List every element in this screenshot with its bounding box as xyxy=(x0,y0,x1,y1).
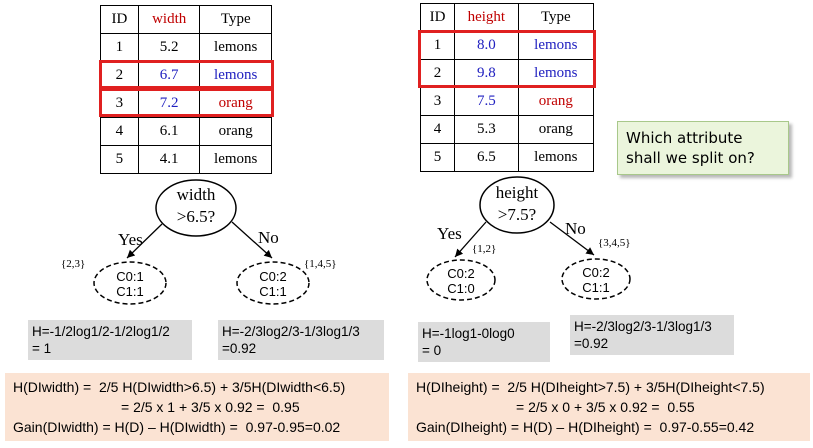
cell-type: orang xyxy=(199,117,272,146)
yes-label: Yes xyxy=(437,224,462,243)
no-edge xyxy=(549,221,595,256)
leaf-yes-counts: C0:2 C1:0 xyxy=(431,266,491,296)
cell-width: 6.1 xyxy=(137,117,201,146)
cell-id: 2 xyxy=(419,59,456,88)
table-row: 5 6.5 lemons xyxy=(419,143,595,172)
table-row: 1 5.2 lemons xyxy=(100,33,272,62)
yes-subset: {1,2} xyxy=(472,243,497,255)
entropy-line-1: H=-2/3log2/3-1/3log1/3 xyxy=(222,324,360,339)
leaf-c0: C0:1 xyxy=(116,269,144,284)
cell-type: lemons xyxy=(517,59,595,88)
entropy-line-2: = 1 xyxy=(32,341,52,356)
entropy-line-1: H=-1log1-0log0 xyxy=(422,326,515,341)
yes-edge xyxy=(454,221,487,258)
cell-id: 1 xyxy=(419,31,456,60)
height-gain-summary: H(DIheight) = 2/5 H(DIheight>7.5) + 3/5H… xyxy=(408,373,810,441)
leaf-yes-counts: C0:1 C1:1 xyxy=(100,269,160,299)
leaf-c1: C1:1 xyxy=(116,284,144,299)
no-label: No xyxy=(565,219,586,238)
cell-id: 5 xyxy=(100,145,139,174)
leaf-c0: C0:2 xyxy=(582,265,610,280)
highlight-row-2 xyxy=(99,60,274,89)
header-id: ID xyxy=(419,3,456,32)
node-attr: height xyxy=(495,183,539,202)
no-subset: {1,4,5} xyxy=(304,258,337,270)
leaf-no-ellipse xyxy=(561,258,631,300)
cell-width: 5.2 xyxy=(137,33,201,62)
height-split-node xyxy=(479,176,555,234)
cell-height: 9.8 xyxy=(454,59,519,88)
leaf-no-counts: C0:2 C1:1 xyxy=(243,269,303,299)
yes-edge xyxy=(126,223,163,259)
entropy-yes-width: H=-1/2log1/2-1/2log1/2 = 1 xyxy=(28,320,192,360)
question-callout: Which attribute shall we split on? xyxy=(617,121,789,175)
width-table: ID width Type 1 5.2 lemons 2 6.7 lemons … xyxy=(100,5,272,174)
leaf-yes-ellipse xyxy=(93,261,167,305)
leaf-c1: C1:1 xyxy=(582,280,610,295)
node-attr: width xyxy=(176,185,216,204)
leaf-c1: C1:0 xyxy=(447,281,475,296)
no-subset: {3,4,5} xyxy=(598,237,631,249)
width-gain-summary: H(DIwidth) = 2/5 H(DIwidth>6.5) + 3/5H(D… xyxy=(5,373,389,441)
entropy-yes-height: H=-1log1-0log0 = 0 xyxy=(418,322,550,362)
summary-line-1: H(DIheight) = 2/5 H(DIheight>7.5) + 3/5H… xyxy=(416,379,765,395)
entropy-no-width: H=-2/3log2/3-1/3log1/3 =0.92 xyxy=(218,320,384,360)
entropy-line-2: =0.92 xyxy=(574,336,609,351)
height-table: ID height Type 1 8.0 lemons 2 9.8 lemons… xyxy=(419,3,595,172)
summary-line-3: Gain(DIheight) = H(D) – H(DIheight) = 0.… xyxy=(416,419,755,435)
entropy-no-height: H=-2/3log2/3-1/3log1/3 =0.92 xyxy=(570,315,734,355)
no-edge xyxy=(231,221,273,259)
table-row: 2 6.7 lemons xyxy=(100,61,272,90)
highlight-rows-1-2 xyxy=(418,30,596,88)
header-width: width xyxy=(137,5,201,34)
leaf-c0: C0:2 xyxy=(259,269,287,284)
height-node-label: height >7.5? xyxy=(479,182,555,226)
cell-id: 2 xyxy=(100,61,139,90)
table-row: 3 7.5 orang xyxy=(419,87,595,116)
cell-width: 6.7 xyxy=(137,61,201,90)
no-label: No xyxy=(258,228,279,247)
table-row: 1 8.0 lemons xyxy=(419,31,595,60)
header-id: ID xyxy=(100,5,139,34)
entropy-line-2: =0.92 xyxy=(222,341,257,356)
cell-id: 3 xyxy=(419,87,456,116)
callout-line-2: shall we split on? xyxy=(626,149,755,167)
highlight-row-3 xyxy=(99,88,274,117)
cell-type: orang xyxy=(517,115,595,144)
cell-id: 1 xyxy=(100,33,139,62)
cell-type: orang xyxy=(199,89,272,118)
table-row: 4 6.1 orang xyxy=(100,117,272,146)
leaf-yes-ellipse xyxy=(426,259,496,301)
yes-label: Yes xyxy=(118,230,143,249)
cell-id: 5 xyxy=(419,143,456,172)
callout-line-1: Which attribute xyxy=(626,129,743,147)
cell-type: orang xyxy=(517,87,595,116)
width-node-label: width >6.5? xyxy=(156,184,236,228)
yes-subset: {2,3} xyxy=(61,258,86,270)
leaf-no-counts: C0:2 C1:1 xyxy=(566,265,626,295)
table-row: 2 9.8 lemons xyxy=(419,59,595,88)
cell-type: lemons xyxy=(199,145,272,174)
summary-line-2: = 2/5 x 1 + 3/5 x 0.92 = 0.95 xyxy=(121,399,300,415)
cell-width: 4.1 xyxy=(137,145,201,174)
node-test: >6.5? xyxy=(176,207,216,226)
entropy-line-2: = 0 xyxy=(422,343,442,358)
leaf-c1: C1:1 xyxy=(259,284,287,299)
width-split-node xyxy=(155,179,237,237)
summary-line-1: H(DIwidth) = 2/5 H(DIwidth>6.5) + 3/5H(D… xyxy=(13,379,346,395)
table-row: 5 4.1 lemons xyxy=(100,145,272,174)
table-row: 3 7.2 orang xyxy=(100,89,272,118)
node-test: >7.5? xyxy=(497,205,537,224)
leaf-no-ellipse xyxy=(236,261,310,305)
entropy-line-1: H=-2/3log2/3-1/3log1/3 xyxy=(574,319,712,334)
cell-id: 4 xyxy=(100,117,139,146)
cell-height: 6.5 xyxy=(454,143,519,172)
header-type: Type xyxy=(517,3,595,32)
summary-line-2: = 2/5 x 0 + 3/5 x 0.92 = 0.55 xyxy=(516,399,695,415)
entropy-line-1: H=-1/2log1/2-1/2log1/2 xyxy=(32,324,170,339)
leaf-c0: C0:2 xyxy=(447,266,475,281)
cell-type: lemons xyxy=(517,143,595,172)
summary-line-3: Gain(DIwidth) = H(D) – H(DIwidth) = 0.97… xyxy=(13,419,341,435)
